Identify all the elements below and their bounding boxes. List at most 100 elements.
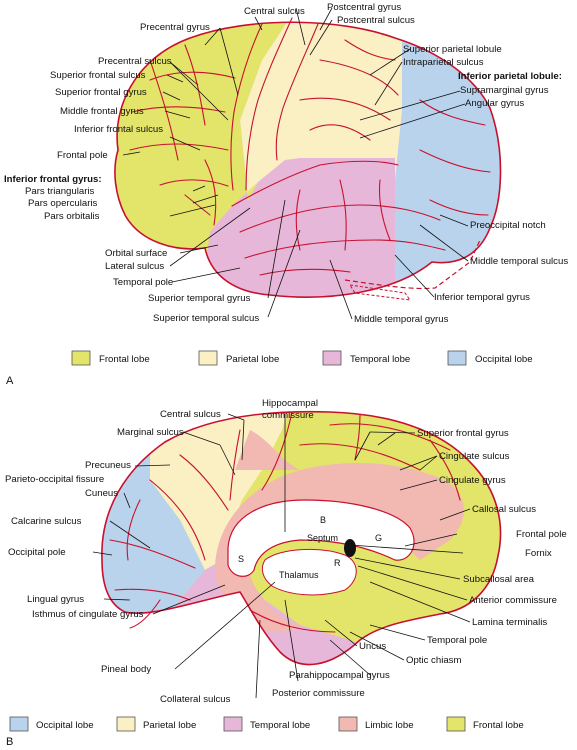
legend-a-label-temporal: Temporal lobe [350, 354, 410, 365]
legend-a-swatch-occipital [447, 350, 467, 366]
label-b-cuneus: Cuneus [85, 488, 118, 499]
label-postcentral-sulcus: Postcentral sulcus [337, 15, 415, 26]
panel-b-leader-lines [92, 413, 471, 699]
panel-a-legend: Frontal lobe Parietal lobe Temporal lobe… [71, 350, 533, 366]
label-precentral-gyrus: Precentral gyrus [140, 22, 210, 33]
label-pars-triangularis: Pars triangularis [25, 186, 95, 197]
label-inferior-frontal-sulcus: Inferior frontal sulcus [74, 124, 163, 135]
label-middle-temporal-sulcus: Middle temporal sulcus [470, 256, 568, 267]
panel-a-labels: Precentral gyrus Central sulcus Postcent… [4, 2, 568, 325]
legend-b-swatch-limbic [338, 716, 358, 732]
legend-b-label-temporal: Temporal lobe [250, 720, 310, 731]
panel-a-tag: A [6, 375, 14, 387]
label-b-calcarine-sulcus: Calcarine sulcus [11, 516, 82, 527]
panel-b-brain-outline [101, 410, 502, 666]
label-b-uncus: Uncus [359, 641, 386, 652]
label-b-frontal-pole: Frontal pole [516, 529, 567, 540]
label-central-sulcus: Central sulcus [244, 6, 305, 17]
legend-b-swatch-occipital [9, 716, 29, 732]
inner-label-septum: Septum [307, 533, 338, 543]
legend-b-swatch-temporal [223, 716, 243, 732]
inner-label-r: R [334, 558, 341, 568]
legend-a-label-occipital: Occipital lobe [475, 354, 533, 365]
label-b-marginal-sulcus: Marginal sulcus [117, 427, 184, 438]
label-b-isthmus-cingulate: Isthmus of cingulate gyrus [32, 609, 144, 620]
legend-b-label-frontal: Frontal lobe [473, 720, 524, 731]
legend-b-swatch-frontal [446, 716, 466, 732]
label-middle-temporal-gyrus: Middle temporal gyrus [354, 314, 449, 325]
label-b-posterior-commissure: Posterior commissure [272, 688, 365, 699]
label-superior-frontal-sulcus: Superior frontal sulcus [50, 70, 146, 81]
label-b-lamina-terminalis: Lamina terminalis [472, 617, 547, 628]
label-b-occipital-pole: Occipital pole [8, 547, 66, 558]
label-b-collateral-sulcus: Collateral sulcus [160, 694, 231, 705]
panel-b-lobes [101, 411, 501, 665]
panel-a-leader-lines [122, 7, 469, 320]
label-b-lingual-gyrus: Lingual gyrus [27, 594, 84, 605]
label-precentral-sulcus: Precentral sulcus [98, 56, 172, 67]
label-b-callosal-sulcus: Callosal sulcus [472, 504, 536, 515]
label-b-superior-frontal-gyrus: Superior frontal gyrus [417, 428, 509, 439]
label-superior-parietal-lobule: Superior parietal lobule [403, 44, 502, 55]
inner-label-g: G [375, 533, 382, 543]
label-b-pineal-body: Pineal body [101, 664, 151, 675]
label-inferior-temporal-gyrus: Inferior temporal gyrus [434, 292, 530, 303]
legend-a-label-frontal: Frontal lobe [99, 354, 150, 365]
legend-a-swatch-parietal [198, 350, 218, 366]
label-inferior-parietal-lobule: Inferior parietal lobule: [458, 71, 562, 82]
panel-b-legend: Occipital lobe Parietal lobe Temporal lo… [9, 716, 524, 732]
label-preoccipital-notch: Preoccipital notch [470, 220, 546, 231]
limbic-lobe-cingulate-posterior [235, 430, 300, 470]
legend-b-label-limbic: Limbic lobe [365, 720, 414, 731]
label-b-cingulate-gyrus: Cingulate gyrus [439, 475, 506, 486]
label-superior-frontal-gyrus: Superior frontal gyrus [55, 87, 147, 98]
label-b-precuneus: Precuneus [85, 460, 131, 471]
label-superior-temporal-gyrus: Superior temporal gyrus [148, 293, 251, 304]
label-b-fornix: Fornix [525, 548, 552, 559]
label-b-parahippocampal-gyrus: Parahippocampal gyrus [289, 670, 390, 681]
inner-label-b: B [320, 515, 326, 525]
label-middle-frontal-gyrus: Middle frontal gyrus [60, 106, 144, 117]
panel-a-brain-outline [114, 21, 502, 298]
label-intraparietal-sulcus: Intraparietal sulcus [403, 57, 484, 68]
label-orbital-surface: Orbital surface [105, 248, 167, 259]
frontal-lobe-region [114, 22, 295, 268]
legend-a-swatch-frontal [71, 350, 91, 366]
label-b-temporal-pole: Temporal pole [427, 635, 487, 646]
corpus-callosum-region [227, 499, 415, 577]
label-inferior-frontal-gyrus: Inferior frontal gyrus: [4, 174, 102, 185]
label-lateral-sulcus: Lateral sulcus [105, 261, 164, 272]
inner-label-s: S [238, 554, 244, 564]
cerebellum-outline-dashed [344, 239, 481, 290]
parietal-lobe-region [240, 22, 402, 200]
label-angular-gyrus: Angular gyrus [465, 98, 524, 109]
label-supramarginal-gyrus: Supramarginal gyrus [460, 85, 549, 96]
legend-b-swatch-parietal [116, 716, 136, 732]
label-b-parieto-occipital-fissure: Parieto-occipital fissure [5, 474, 104, 485]
label-temporal-pole: Temporal pole [113, 277, 173, 288]
label-frontal-pole: Frontal pole [57, 150, 108, 161]
label-postcentral-gyrus: Postcentral gyrus [327, 2, 401, 13]
label-b-cingulate-sulcus: Cingulate sulcus [439, 451, 510, 462]
inner-label-thalamus: Thalamus [279, 570, 319, 580]
label-b-anterior-commissure: Anterior commissure [469, 595, 557, 606]
legend-a-swatch-temporal [322, 350, 342, 366]
panel-b-tag: B [6, 736, 13, 748]
legend-b-label-parietal: Parietal lobe [143, 720, 196, 731]
legend-a-label-parietal: Parietal lobe [226, 354, 279, 365]
thalamus-region [261, 548, 357, 596]
anterior-commissure-dot [344, 539, 356, 557]
panel-b-sulci [109, 411, 461, 633]
label-b-central-sulcus: Central sulcus [160, 409, 221, 420]
label-superior-temporal-sulcus: Superior temporal sulcus [153, 313, 259, 324]
panel-a-sulci [129, 17, 491, 276]
panel-b-medial-brain: B Septum G S R Thalamus [101, 410, 502, 666]
label-pars-orbitalis: Pars orbitalis [44, 211, 100, 222]
label-b-optic-chiasm: Optic chiasm [406, 655, 461, 666]
brainstem-outline-dashed [349, 284, 412, 301]
label-pars-opercularis: Pars opercularis [28, 198, 98, 209]
label-b-subcallosal-area: Subcallosal area [463, 574, 535, 585]
